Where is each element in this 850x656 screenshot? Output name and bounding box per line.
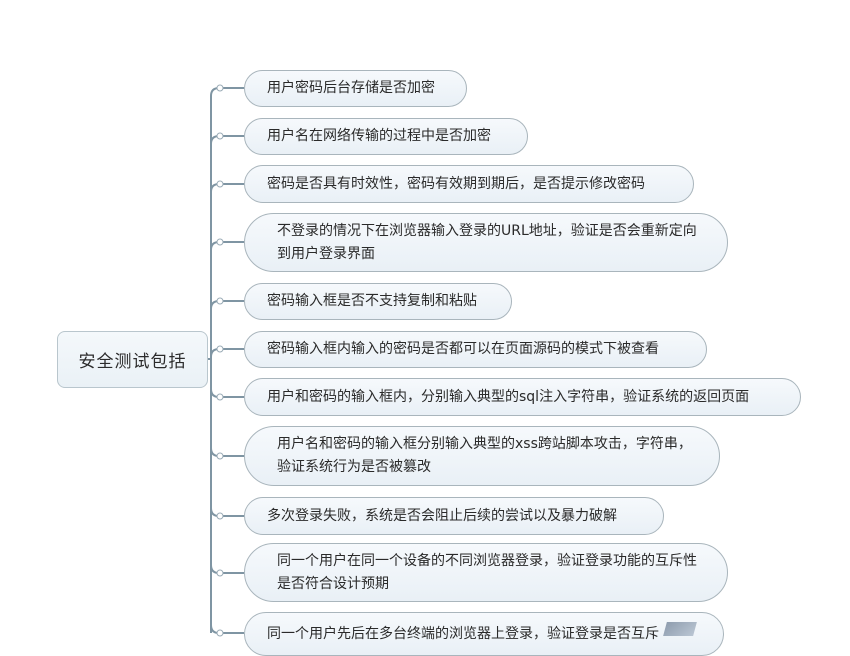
root-node[interactable]: 安全测试包括 xyxy=(57,331,208,388)
node-label: 用户名和密码的输入框分别输入典型的xss跨站脚本攻击，字符串，验证系统行为是否被… xyxy=(277,436,692,475)
node-label: 同一个用户在同一个设备的不同浏览器登录，验证登录功能的互斥性是否符合设计预期 xyxy=(277,552,697,592)
node-label: 同一个用户先后在多台终端的浏览器上登录，验证登录是否互斥 xyxy=(267,625,659,642)
mindmap-canvas: 安全测试包括 用户密码后台存储是否加密 用户名在网络传输的过程中是否加密 密码是… xyxy=(57,70,801,656)
node-label: 密码输入框内输入的密码是否都可以在页面源码的模式下被查看 xyxy=(267,341,659,357)
child-node-password-storage-encryption[interactable]: 用户密码后台存储是否加密 xyxy=(244,70,467,107)
child-node-password-expiry[interactable]: 密码是否具有时效性，密码有效期到期后，是否提示修改密码 xyxy=(244,165,694,203)
child-node-password-copy-paste[interactable]: 密码输入框是否不支持复制和粘贴 xyxy=(244,283,512,320)
child-node-username-transmission-encryption[interactable]: 用户名在网络传输的过程中是否加密 xyxy=(244,118,528,155)
child-node-brute-force-lockout[interactable]: 多次登录失败，系统是否会阻止后续的尝试以及暴力破解 xyxy=(244,497,664,535)
node-label: 用户名在网络传输的过程中是否加密 xyxy=(267,128,491,144)
node-label: 用户密码后台存储是否加密 xyxy=(267,80,435,96)
child-node-url-redirect-login[interactable]: 不登录的情况下在浏览器输入登录的URL地址，验证是否会重新定向到用户登录界面 xyxy=(244,213,728,272)
node-label: 多次登录失败，系统是否会阻止后续的尝试以及暴力破解 xyxy=(267,507,617,524)
root-node-label: 安全测试包括 xyxy=(78,352,187,372)
connector-lines xyxy=(208,84,244,637)
child-node-sql-injection[interactable]: 用户和密码的输入框内，分别输入典型的sql注入字符串，验证系统的返回页面 xyxy=(244,378,801,416)
child-node-same-device-browser-mutex[interactable]: 同一个用户在同一个设备的不同浏览器登录，验证登录功能的互斥性是否符合设计预期 xyxy=(244,543,728,602)
child-node-multi-terminal-mutex[interactable]: 同一个用户先后在多台终端的浏览器上登录，验证登录是否互斥 xyxy=(244,612,724,656)
child-node-password-source-visibility[interactable]: 密码输入框内输入的密码是否都可以在页面源码的模式下被查看 xyxy=(244,331,707,368)
node-label: 不登录的情况下在浏览器输入登录的URL地址，验证是否会重新定向到用户登录界面 xyxy=(277,222,697,262)
node-label: 密码输入框是否不支持复制和粘贴 xyxy=(267,293,477,309)
node-label: 密码是否具有时效性，密码有效期到期后，是否提示修改密码 xyxy=(267,175,645,192)
child-node-xss-attack[interactable]: 用户名和密码的输入框分别输入典型的xss跨站脚本攻击，字符串，验证系统行为是否被… xyxy=(244,426,720,486)
node-label: 用户和密码的输入框内，分别输入典型的sql注入字符串，验证系统的返回页面 xyxy=(267,388,750,405)
watermark-logo xyxy=(663,622,697,636)
